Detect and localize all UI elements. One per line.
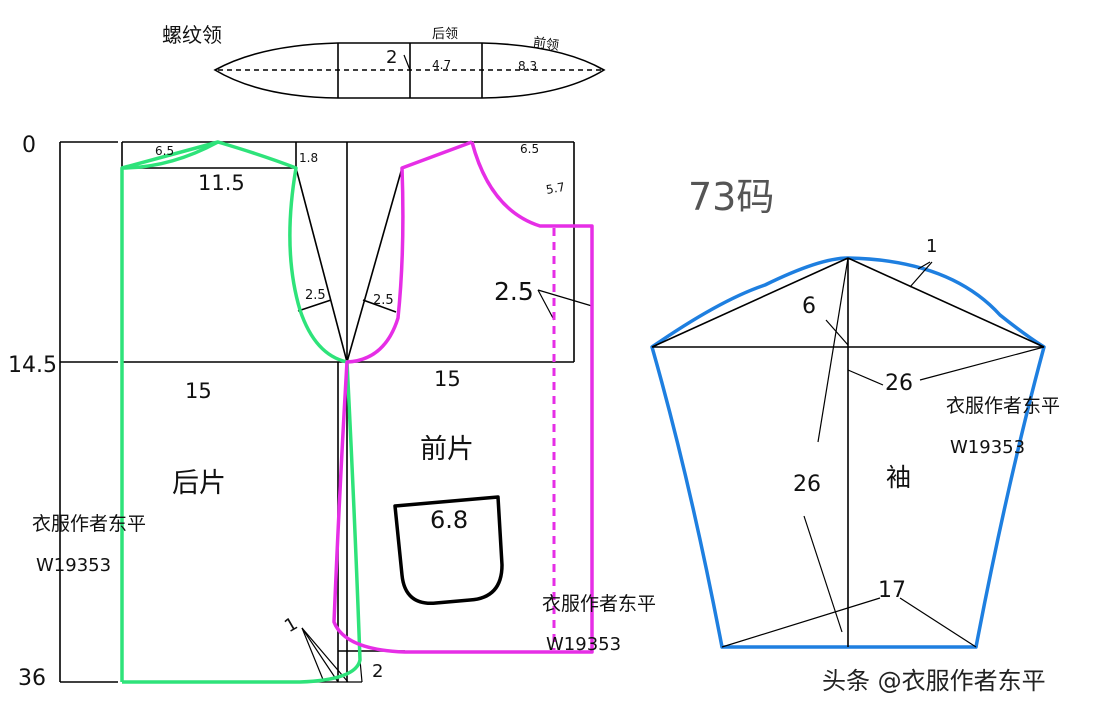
collar-measure-2: 2 [386,47,397,68]
author-credit: 衣服作者东平 [946,395,1060,417]
author-credit: 衣服作者东平 [32,513,146,535]
author-credit: 衣服作者东平 [542,593,656,615]
front-neck-width: 6.5 [520,142,539,156]
back-piece-outline [120,140,362,684]
sleeve-piece: 1 6 26 26 袖 17 [650,236,1046,649]
front-neck-depth: 5.7 [545,180,566,197]
biceps-pointer [919,346,1045,381]
back-armhole-depth [297,299,332,312]
cap-ease-pointer [917,261,931,270]
sleeve-label: 袖 [886,463,911,492]
size-label: 73码 [688,175,774,219]
hem-pointer [301,627,349,683]
author-code: W19353 [546,634,621,655]
pocket-width-value: 6.8 [430,506,468,534]
back-armhole-line [295,167,348,363]
collar-back-label: 后领 [432,27,458,42]
front-armhole-line [346,167,403,363]
pocket-outline [393,495,504,605]
hem-curve-value: 1 [281,613,301,637]
sleeve-cap-height-value: 6 [802,294,816,319]
sleeve-length-value: 26 [793,472,821,497]
placket-width-value: 2.5 [494,277,534,306]
sleeve-length-pointer [803,515,843,633]
front-armhole-depth [362,299,397,313]
placket-pointer [537,289,593,307]
collar-piece: 螺纹领 2 4.7 8.3 后领 前领 [162,23,606,99]
sleeve-length-pointer [817,257,849,443]
sleeve-cap-line-front [847,257,1045,348]
watermark: 头条 @衣服作者东平 [822,667,1046,695]
placket-pointer [537,289,555,321]
collar-outline [213,42,606,99]
cuff-pointer [721,597,881,648]
hem-pointer [301,627,325,683]
collar-measure-8-3: 8.3 [518,59,537,73]
collar-front-label: 前领 [532,34,560,53]
sleeve-cuff-value: 17 [878,578,906,603]
scale-label-0: 0 [22,133,36,158]
cuff-pointer [899,597,977,648]
front-piece-outline [332,140,594,654]
author-credits: 衣服作者东平 W19353 衣服作者东平 W19353 衣服作者东平 W1935… [32,395,1060,695]
back-shoulder-drop-value: 1.8 [299,151,318,165]
back-neck-width: 6.5 [155,144,174,158]
back-armhole-depth-value: 2.5 [305,288,326,303]
front-piece-label: 前片 [420,434,474,465]
collar-title: 螺纹领 [162,23,222,47]
sleeve-biceps-value: 26 [885,371,913,396]
sleeve-outline [650,256,1046,649]
back-piece-label: 后片 [172,468,226,499]
collar-pointer [403,54,411,71]
scale-label-36: 36 [18,666,46,691]
collar-measure-4-7: 4.7 [432,58,451,72]
back-chest-width: 15 [185,379,212,403]
vertical-scale: 0 14.5 36 [8,133,118,691]
author-code: W19353 [36,555,111,576]
back-shoulder-width: 11.5 [198,171,245,195]
biceps-pointer [847,369,884,386]
back-neckline [121,140,219,170]
scale-label-14-5: 14.5 [8,353,57,378]
bodice-labels: 6.5 11.5 1.8 2.5 15 后片 1 2 6.5 5.7 2.5 2… [155,142,566,682]
hem-rise-value: 2 [372,661,383,682]
cap-ease-pointer [909,261,933,288]
cap-height-pointer [825,319,849,346]
front-chest-width: 15 [434,367,461,391]
hem-pointer [301,627,339,683]
front-armhole-depth-value: 2.5 [373,293,394,308]
sleeve-cap-line-back [651,257,849,348]
author-code: W19353 [950,437,1025,458]
sleeve-cap-ease-value: 1 [926,236,937,257]
